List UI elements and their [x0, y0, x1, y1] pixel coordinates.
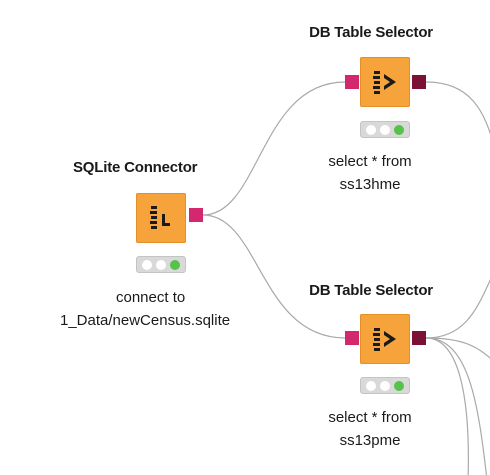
db-connection-in-port[interactable] — [345, 75, 359, 89]
db-data-out-port[interactable] — [412, 331, 426, 345]
db-table-selector-node[interactable] — [360, 314, 410, 364]
db-data-out-port[interactable] — [412, 75, 426, 89]
db-connection-out-port[interactable] — [189, 208, 203, 222]
description-line: ss13pme — [339, 432, 401, 449]
connection-edge[interactable] — [425, 337, 488, 475]
description-line: ss13hme — [339, 176, 401, 193]
node-title[interactable]: DB Table Selector — [309, 24, 433, 41]
status-light-red — [366, 381, 376, 391]
description-line: select * from — [328, 409, 412, 426]
node-status-indicator — [136, 256, 186, 273]
node-description[interactable]: select * from ss13hme — [305, 150, 435, 196]
db-table-selector-icon — [373, 328, 396, 351]
status-light-green — [394, 125, 404, 135]
status-light-red — [142, 260, 152, 270]
description-line: select * from — [328, 153, 412, 170]
status-light-yellow — [380, 381, 390, 391]
connection-edge[interactable] — [425, 270, 490, 339]
status-light-green — [394, 381, 404, 391]
connection-edge[interactable] — [425, 337, 490, 362]
db-connection-in-port[interactable] — [345, 331, 359, 345]
sqlite-connector-node[interactable] — [136, 193, 186, 243]
status-light-yellow — [156, 260, 166, 270]
status-light-yellow — [380, 125, 390, 135]
node-status-indicator — [360, 377, 410, 394]
description-line: connect to — [116, 289, 186, 306]
sqlite-connector-icon — [150, 206, 170, 229]
node-status-indicator — [360, 121, 410, 138]
db-table-selector-icon — [373, 71, 396, 94]
node-description[interactable]: select * from ss13pme — [305, 406, 435, 452]
status-light-red — [366, 125, 376, 135]
db-table-selector-node[interactable] — [360, 57, 410, 107]
description-line: 1_Data/newCensus.sqlite — [60, 312, 231, 329]
node-title[interactable]: DB Table Selector — [309, 282, 433, 299]
status-light-green — [170, 260, 180, 270]
node-description[interactable]: connect to 1_Data/newCensus.sqlite — [60, 286, 280, 332]
node-title[interactable]: SQLite Connector — [73, 159, 198, 176]
connection-edge[interactable] — [425, 81, 490, 150]
